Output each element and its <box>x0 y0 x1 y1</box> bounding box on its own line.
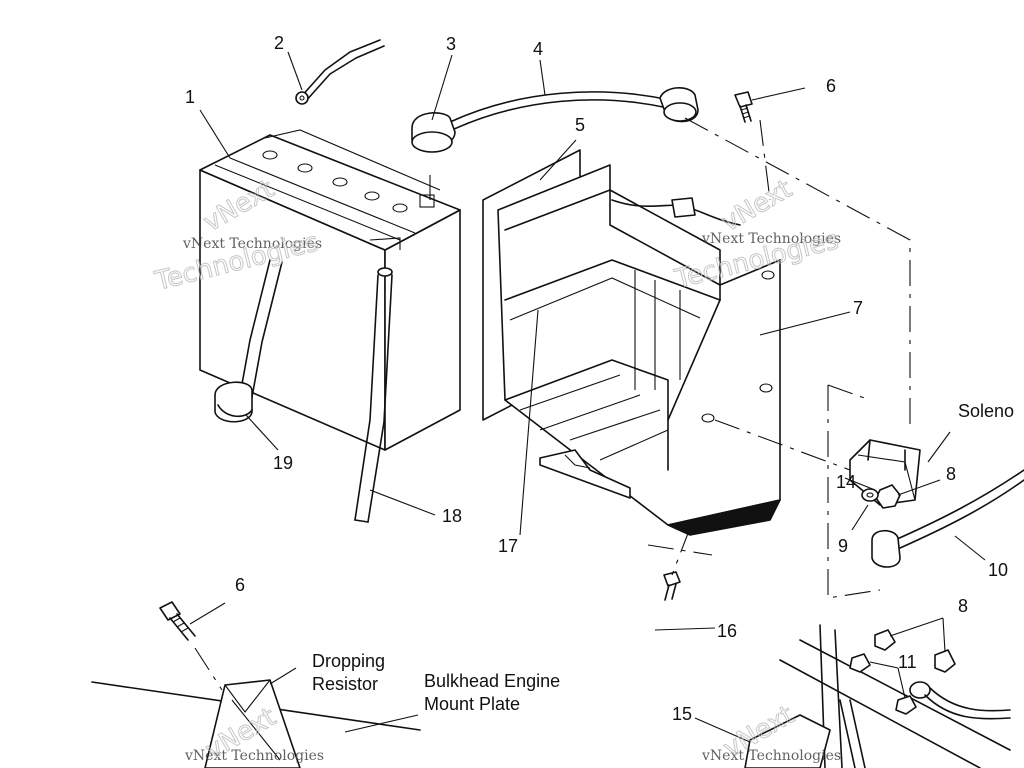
cable-2 <box>295 39 385 105</box>
callout-5: 5 <box>575 115 585 135</box>
callout-6-bottom: 6 <box>235 575 245 595</box>
watermark-outline: vNext <box>717 174 798 238</box>
callout-16: 16 <box>717 621 737 641</box>
callout-14: 14 <box>836 472 856 492</box>
cable-19 <box>214 259 283 423</box>
watermark-text: vNext Technologies <box>701 748 841 764</box>
part-labels: Soleno Dropping Resistor Bulkhead Engine… <box>312 401 1014 714</box>
callout-3: 3 <box>446 34 456 54</box>
callout-7: 7 <box>853 298 863 318</box>
battery-box-17 <box>497 164 781 536</box>
callout-6-top: 6 <box>826 76 836 96</box>
callout-2: 2 <box>274 33 284 53</box>
battery <box>199 129 461 451</box>
callout-8-bottom: 8 <box>958 596 968 616</box>
watermark-text: vNext Technologies <box>184 748 324 764</box>
label-solenoid: Soleno <box>958 401 1014 421</box>
callout-8-top: 8 <box>946 464 956 484</box>
bolt-6-bottom <box>159 601 196 641</box>
callout-numbers: 2 3 4 1 5 6 7 8 14 9 10 17 18 19 6 16 8 … <box>185 33 1008 724</box>
callout-10: 10 <box>988 560 1008 580</box>
bulkhead-plate <box>91 679 421 768</box>
box-wire <box>611 197 741 226</box>
assembly-lines <box>194 117 911 691</box>
label-dropping-resistor-line2: Resistor <box>312 674 378 694</box>
label-bulkhead-line2: Mount Plate <box>424 694 520 714</box>
label-dropping-resistor-line1: Dropping <box>312 651 385 671</box>
callout-11: 11 <box>898 652 917 672</box>
cable-18 <box>354 267 393 523</box>
callout-15: 15 <box>672 704 692 724</box>
callout-17: 17 <box>498 536 518 556</box>
bottom-right-assembly <box>744 624 1011 768</box>
callout-9: 9 <box>838 536 848 556</box>
watermark-text: vNext Technologies <box>182 236 322 252</box>
callout-19: 19 <box>273 453 293 473</box>
label-bulkhead-line1: Bulkhead Engine <box>424 671 560 691</box>
bolt-6-top <box>734 91 753 123</box>
bolt-16 <box>663 571 681 601</box>
watermark-text: vNext Technologies <box>701 231 841 247</box>
cable-10 <box>871 469 1024 568</box>
callout-18: 18 <box>442 506 462 526</box>
cable-4 <box>411 87 699 153</box>
washer-9 <box>861 488 879 502</box>
leader-lines <box>189 51 986 743</box>
callout-1: 1 <box>185 87 195 107</box>
callout-4: 4 <box>533 39 543 59</box>
